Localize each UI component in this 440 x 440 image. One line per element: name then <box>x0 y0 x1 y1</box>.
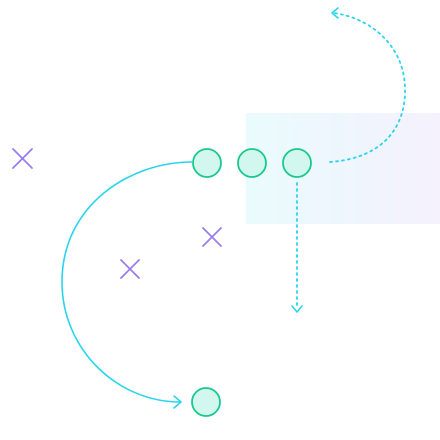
arc-route <box>329 7 406 163</box>
defender-2-x-mark-icon <box>202 227 222 247</box>
player-4-circle-icon <box>191 387 221 417</box>
player-3-circle-icon <box>282 148 312 178</box>
player-1-circle-icon <box>192 148 222 178</box>
defender-3-x-mark-icon <box>120 259 140 279</box>
arc-route-arrow-icon <box>331 7 339 19</box>
defender-1-x-mark-icon <box>12 148 33 169</box>
shaded-zone <box>246 113 440 224</box>
vertical-route-arrow-icon <box>291 305 303 313</box>
player-2-circle-icon <box>237 148 267 178</box>
curve-route-arrow-icon <box>173 395 182 409</box>
vertical-route <box>291 182 303 313</box>
curve-route <box>61 161 193 409</box>
